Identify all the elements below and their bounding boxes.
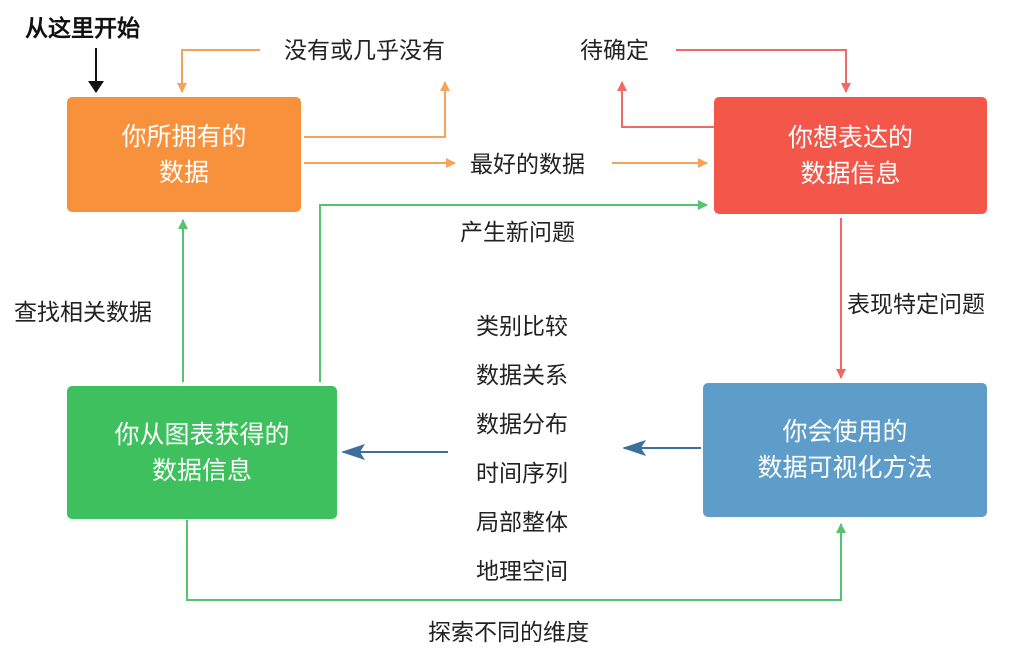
method-item: 数据关系 <box>476 363 568 389</box>
arrow-tbd-in <box>676 49 851 93</box>
box-chart-info-line2: 数据信息 <box>151 455 252 485</box>
start-label: 从这里开始 <box>25 16 140 42</box>
arrow-explore <box>186 520 846 601</box>
label-none: 没有或几乎没有 <box>284 38 445 64</box>
label-find-data: 查找相关数据 <box>14 300 152 326</box>
box-visualization-line1: 你会使用的 <box>782 417 908 446</box>
box-data-owned-line2: 数据 <box>158 157 209 187</box>
method-item: 类别比较 <box>476 314 568 340</box>
method-item: 时间序列 <box>476 461 568 487</box>
label-best-data: 最好的数据 <box>470 152 585 178</box>
label-explore: 探索不同的维度 <box>428 620 589 646</box>
method-item: 局部整体 <box>476 510 568 536</box>
method-item: 数据分布 <box>476 412 568 438</box>
label-specific-question: 表现特定问题 <box>847 292 985 318</box>
box-chart-info: 你从图表获得的 数据信息 <box>67 386 337 519</box>
box-data-owned: 你所拥有的 数据 <box>67 97 301 212</box>
box-message: 你想表达的 数据信息 <box>714 97 987 214</box>
box-message-line1: 你想表达的 <box>787 122 913 152</box>
method-item: 地理空间 <box>476 559 568 585</box>
box-visualization-line2: 数据可视化方法 <box>757 453 933 482</box>
box-data-owned-line1: 你所拥有的 <box>121 121 247 151</box>
arrow-tbd-out <box>617 81 714 128</box>
arrow-none-out <box>304 81 450 138</box>
arrow-new-question <box>319 200 708 382</box>
arrow-none-in <box>177 49 260 93</box>
label-new-question: 产生新问题 <box>460 220 575 246</box>
box-chart-info-line1: 你从图表获得的 <box>114 419 290 449</box>
box-message-line2: 数据信息 <box>800 158 901 188</box>
label-tbd: 待确定 <box>580 38 649 64</box>
box-visualization: 你会使用的 数据可视化方法 <box>703 383 987 517</box>
